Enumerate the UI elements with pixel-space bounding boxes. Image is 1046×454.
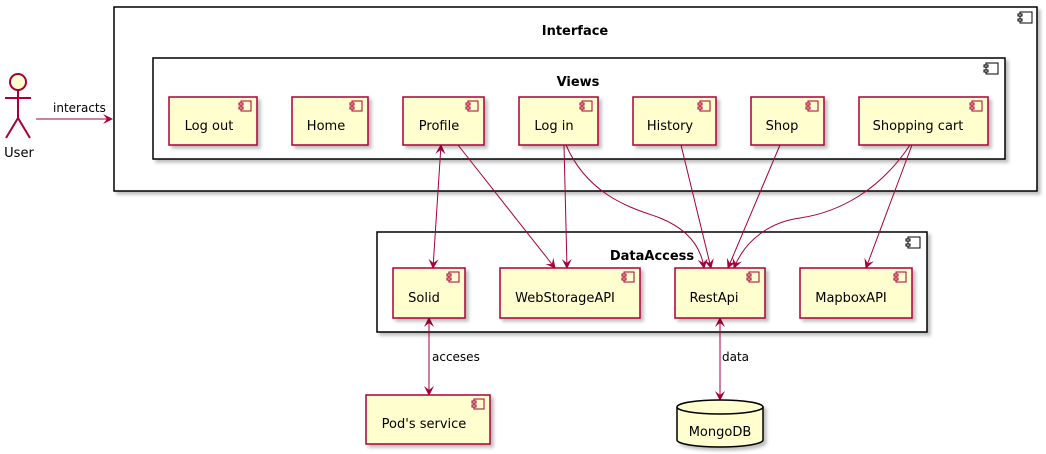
component-icon xyxy=(471,398,485,410)
component-icon xyxy=(983,62,999,75)
view-log-in[interactable]: Log in xyxy=(518,96,599,146)
database-mongodb-label: MongoDB xyxy=(689,425,752,440)
view-home[interactable]: Home xyxy=(291,96,369,146)
component-pods-service-label: Pod's service xyxy=(382,417,467,432)
view-history-label: History xyxy=(647,119,694,134)
view-profile-label: Profile xyxy=(419,119,459,134)
data-access-title: DataAccess xyxy=(610,249,695,264)
view-log-in-label: Log in xyxy=(534,119,573,134)
component-icon xyxy=(238,100,252,112)
view-home-label: Home xyxy=(307,119,345,134)
view-shopping-cart-label: Shopping cart xyxy=(873,119,964,134)
edge-label-interacts: interacts xyxy=(53,101,106,115)
component-icon xyxy=(893,271,907,283)
component-solid-label: Solid xyxy=(408,291,440,306)
view-shopping-cart[interactable]: Shopping cart xyxy=(858,96,989,146)
edge-cart-mapbox xyxy=(864,144,913,269)
database-mongodb[interactable] xyxy=(676,399,764,448)
component-rest-api-label: RestApi xyxy=(689,291,738,306)
user-actor xyxy=(5,73,31,139)
edge-shop-restapi xyxy=(726,144,781,269)
component-icon xyxy=(1017,11,1033,24)
edge-cart-restapi xyxy=(732,144,911,269)
component-icon xyxy=(579,100,593,112)
edge-login-webstorage xyxy=(561,144,572,269)
component-webstorage-api-label: WebStorageAPI xyxy=(515,291,615,306)
component-solid[interactable]: Solid xyxy=(392,267,466,319)
view-profile[interactable]: Profile xyxy=(402,96,485,146)
view-shop-label: Shop xyxy=(766,119,799,134)
component-rest-api[interactable]: RestApi xyxy=(674,267,766,319)
component-icon xyxy=(805,100,819,112)
component-icon xyxy=(349,100,363,112)
component-pods-service[interactable]: Pod's service xyxy=(365,394,491,445)
edge-label-data: data xyxy=(722,350,749,364)
component-icon xyxy=(746,271,760,283)
edge-label-acceses: acceses xyxy=(432,350,480,364)
view-shop[interactable]: Shop xyxy=(750,96,825,146)
edge-history-restapi xyxy=(680,144,714,269)
component-icon xyxy=(969,100,983,112)
interface-title: Interface xyxy=(542,24,609,39)
view-log-out-label: Log out xyxy=(185,119,234,134)
component-icon xyxy=(621,271,635,283)
component-webstorage-api[interactable]: WebStorageAPI xyxy=(499,267,641,319)
edge-profile-solid xyxy=(428,144,446,269)
component-icon xyxy=(446,271,460,283)
view-log-out[interactable]: Log out xyxy=(168,96,258,146)
user-label: User xyxy=(4,146,34,161)
edges xyxy=(36,114,913,401)
component-mapbox-api[interactable]: MapboxAPI xyxy=(799,267,913,319)
edge-profile-webstorage xyxy=(457,144,556,269)
actor-head xyxy=(9,73,27,91)
component-mapbox-api-label: MapboxAPI xyxy=(815,291,887,306)
component-icon xyxy=(697,100,711,112)
component-icon xyxy=(905,236,921,249)
component-icon xyxy=(465,100,479,112)
views-title: Views xyxy=(557,75,600,90)
edge-login-restapi xyxy=(565,144,708,269)
view-history[interactable]: History xyxy=(632,96,717,146)
